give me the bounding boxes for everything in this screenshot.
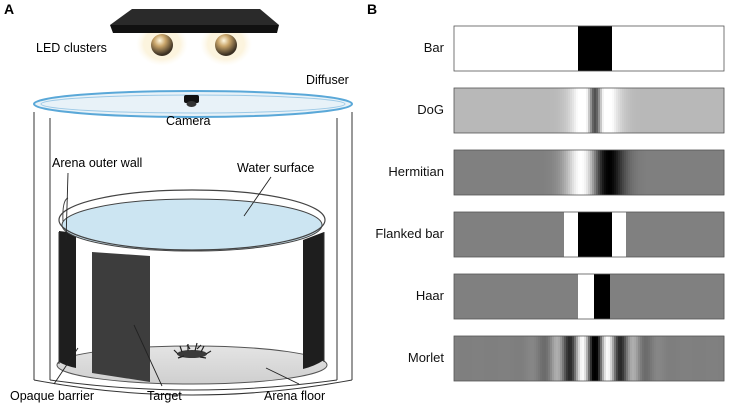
stimulus-hermitian [453,149,725,196]
stimulus-frame [453,273,725,320]
led-housing [110,9,279,25]
stimulus-frame [453,149,725,196]
water-surface-label: Water surface [237,161,314,175]
led-housing-edge [110,25,279,33]
stimulus-morlet [453,335,725,382]
stimuli-group [453,25,725,382]
led-unit [110,9,279,66]
stimulus-label-flanked: Flanked bar [375,226,444,241]
stimulus-label-morlet: Morlet [407,350,444,365]
stimulus-label-dog: DoG [417,102,444,117]
stimulus-haar [453,273,725,320]
led-clusters-label: LED clusters [36,41,107,55]
stimulus-frame [453,211,725,258]
target-label: Target [147,389,182,403]
leader-lines [53,172,300,387]
opaque-barrier-right [303,232,324,369]
opaque-barrier-back [92,252,150,382]
stimulus-frame [453,87,725,134]
arena-floor-label: Arena floor [264,389,325,403]
stimulus-dog [453,87,725,134]
arena [56,189,328,385]
target [173,342,212,359]
camera-label: Camera [166,114,211,128]
arena-outer-wall-label: Arena outer wall [52,156,142,170]
water-surface [61,198,323,252]
opaque-barrier-label: Opaque barrier [10,389,94,403]
panel-a: A [4,1,353,403]
stimulus-bar [453,25,725,72]
stimulus-label-haar: Haar [415,288,444,303]
led-bulb-left [151,34,173,56]
stimulus-label-bar: Bar [423,40,444,55]
stimulus-flanked [453,211,725,258]
panel-b: B [367,1,725,382]
stimulus-label-hermitian: Hermitian [388,164,444,179]
stimulus-frame [453,335,725,382]
panel-b-letter: B [367,1,377,17]
opaque-barrier-left [59,231,76,368]
stimulus-frame [453,25,725,72]
camera [184,95,199,107]
diffuser-label: Diffuser [306,73,349,87]
panel-a-letter: A [4,1,14,17]
arena-outer-wall [58,189,326,251]
led-bulb-right [215,34,237,56]
